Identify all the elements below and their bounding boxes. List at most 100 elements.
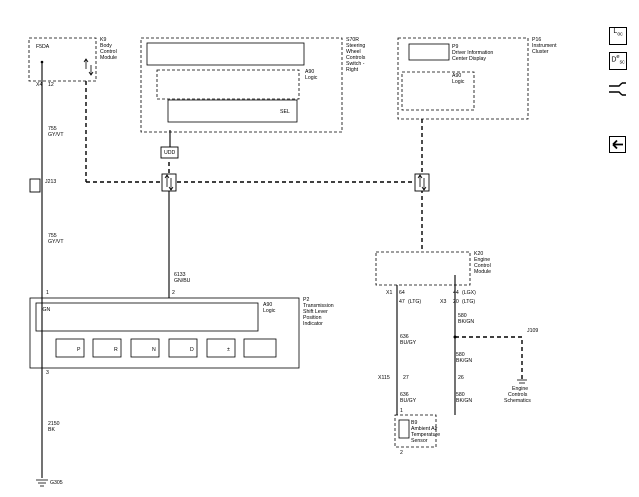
g305-label: G305 [50, 480, 63, 486]
f5da-label: F5DA [36, 44, 50, 50]
svg-text:6133: 6133 [174, 272, 186, 278]
svg-text:636: 636 [400, 334, 409, 340]
svg-text:X3: X3 [440, 299, 446, 305]
svg-text:26: 26 [458, 375, 464, 381]
svg-text:12: 12 [48, 82, 54, 88]
p16-id: P16 [532, 37, 541, 43]
svg-text:755: 755 [48, 233, 57, 239]
svg-text:Logic: Logic [263, 308, 276, 314]
connector-view-icon[interactable] [607, 78, 629, 100]
location-button[interactable]: Loc [609, 27, 627, 45]
svg-text:Controls: Controls [346, 55, 366, 61]
svg-text:580: 580 [458, 313, 467, 319]
p16-logic-box [401, 71, 475, 111]
svg-text:X4: X4 [36, 82, 42, 88]
svg-text:Engine: Engine [512, 386, 528, 392]
k9-id: K9 [100, 37, 106, 43]
udd-label: UDD [164, 150, 175, 156]
sel-label: SEL [280, 109, 290, 115]
svg-text:BU/GY: BU/GY [400, 340, 417, 346]
p16-module-box [397, 37, 529, 120]
svg-text:2150: 2150 [48, 421, 60, 427]
svg-text:X115: X115 [378, 375, 390, 381]
svg-text:BK/GN: BK/GN [456, 358, 472, 364]
svg-text:Instrument: Instrument [532, 43, 557, 49]
s70r-module-box [140, 37, 343, 133]
svg-text:GY/VT: GY/VT [48, 239, 64, 245]
svg-text:P9: P9 [452, 44, 458, 50]
svg-text:Right: Right [346, 67, 359, 73]
svg-text:Indicator: Indicator [303, 321, 323, 327]
s70r-switch-row [146, 42, 305, 66]
back-arrow-icon [612, 139, 623, 150]
j213-label: J213 [45, 179, 56, 185]
j109-label: J109 [527, 328, 538, 334]
gear-d: D [190, 347, 194, 353]
s70r-logic-box [156, 69, 300, 100]
gear-n: N [152, 347, 156, 353]
svg-text:27: 27 [403, 375, 409, 381]
svg-text:GN/BU: GN/BU [174, 278, 191, 284]
gear-p: P [77, 347, 81, 353]
svg-text:Shift Lever: Shift Lever [303, 309, 328, 315]
svg-text:1: 1 [46, 290, 49, 296]
svg-text:Logic: Logic [452, 79, 465, 85]
svg-text:Ambient Air: Ambient Air [411, 426, 438, 432]
svg-text:Engine: Engine [474, 257, 490, 263]
svg-text:Module: Module [474, 269, 491, 275]
svg-text:X1: X1 [386, 290, 392, 296]
b9-id: B9 [411, 420, 417, 426]
svg-text:BU/GY: BU/GY [400, 398, 417, 404]
svg-text:580: 580 [456, 392, 465, 398]
svg-text:A90: A90 [263, 302, 272, 308]
svg-text:Sensor: Sensor [411, 438, 428, 444]
svg-text:Module: Module [100, 55, 117, 61]
svg-text:2: 2 [172, 290, 175, 296]
connector-view-icon-glyph [609, 82, 626, 96]
svg-text:Temperature: Temperature [411, 432, 440, 438]
svg-text:(LTG): (LTG) [408, 299, 421, 305]
description-button[interactable]: Desc [609, 52, 627, 70]
svg-text:GY/VT: GY/VT [48, 132, 64, 138]
s70r-switch-row-2 [167, 99, 298, 123]
svg-text:Transmission: Transmission [303, 303, 334, 309]
svg-text:Control: Control [100, 49, 117, 55]
svg-text:47: 47 [399, 299, 405, 305]
svg-text:(LTG): (LTG) [462, 299, 475, 305]
svg-text:1: 1 [400, 408, 403, 414]
svg-text:44: 44 [453, 290, 459, 296]
gear-plusminus: ± [227, 347, 230, 353]
back-arrow-button[interactable] [609, 136, 626, 153]
svg-text:636: 636 [400, 392, 409, 398]
svg-text:Wheel: Wheel [346, 49, 361, 55]
svg-text:Switch -: Switch - [346, 61, 365, 67]
svg-text:Control: Control [474, 263, 491, 269]
svg-text:20: 20 [453, 299, 459, 305]
svg-text:A90: A90 [452, 73, 461, 79]
p2-module-box [29, 297, 300, 369]
s70r-id: S70R [346, 37, 359, 43]
svg-text:Center Display: Center Display [452, 56, 486, 62]
gear-r: R [114, 347, 118, 353]
svg-text:BK: BK [48, 427, 55, 433]
svg-text:Logic: Logic [305, 75, 318, 81]
svg-text:3: 3 [46, 370, 49, 376]
svg-text:Driver Information: Driver Information [452, 50, 493, 56]
b9-sensor-box [394, 414, 437, 448]
p9-display [408, 43, 450, 61]
svg-text:2: 2 [400, 450, 403, 456]
svg-text:(LGX): (LGX) [462, 290, 476, 296]
svg-text:BK/GN: BK/GN [458, 319, 474, 325]
svg-text:BK/GN: BK/GN [456, 398, 472, 404]
svg-text:Position: Position [303, 315, 322, 321]
ign-label: IGN [41, 307, 50, 313]
svg-text:Steering: Steering [346, 43, 365, 49]
svg-text:755: 755 [48, 126, 57, 132]
p2-logic-box [35, 302, 259, 332]
k20-id: K20 [474, 251, 483, 257]
svg-text:580: 580 [456, 352, 465, 358]
k20-module-box [375, 251, 471, 286]
svg-text:Controls: Controls [508, 392, 528, 398]
svg-text:A90: A90 [305, 69, 314, 75]
